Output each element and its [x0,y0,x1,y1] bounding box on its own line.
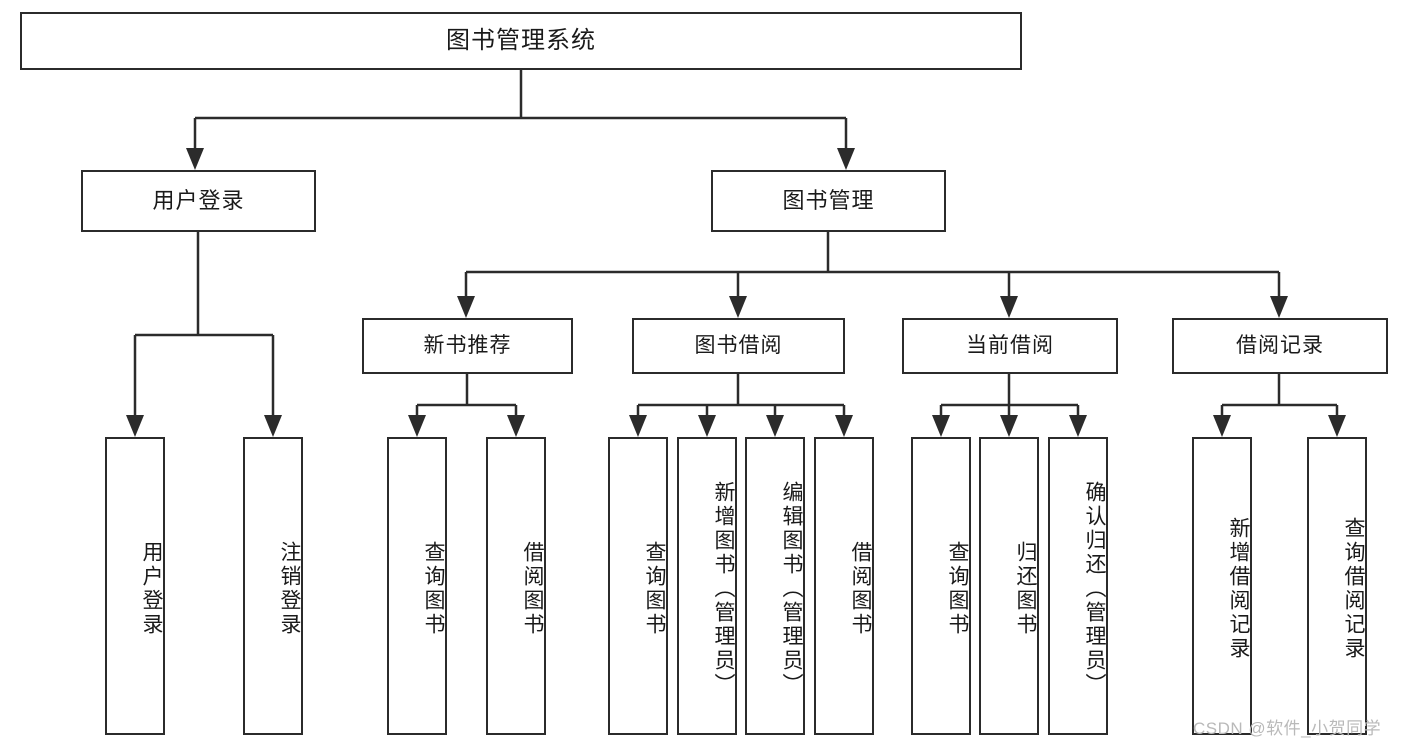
node-leaf-logout[interactable]: 注销登录 [243,437,303,735]
node-label: 查询图书 [422,541,445,637]
node-leaf-query-book-recommendation[interactable]: 查询图书 [387,437,447,735]
node-label: 查询借阅记录 [1342,517,1365,661]
node-leaf-borrow-book-recommendation[interactable]: 借阅图书 [486,437,546,735]
node-label: 注销登录 [278,541,301,637]
node-leaf-query-borrow-record[interactable]: 查询借阅记录 [1307,437,1367,735]
node-label: 查询图书 [946,541,969,637]
node-label: 编辑图书（管理员） [780,481,803,697]
node-label: 图书管理 [782,188,875,214]
node-label: 借阅图书 [521,541,544,637]
node-book-borrowing[interactable]: 图书借阅 [632,318,845,374]
node-label: 图书管理系统 [446,26,596,54]
node-leaf-return-book[interactable]: 归还图书 [979,437,1039,735]
node-borrowing-records[interactable]: 借阅记录 [1172,318,1388,374]
node-label: 确认归还（管理员） [1083,481,1106,697]
node-leaf-borrow-book[interactable]: 借阅图书 [814,437,874,735]
node-current-borrowing[interactable]: 当前借阅 [902,318,1118,374]
node-book-management[interactable]: 图书管理 [711,170,946,232]
node-leaf-edit-book-admin[interactable]: 编辑图书（管理员） [745,437,805,735]
node-label: 借阅图书 [849,541,872,637]
node-leaf-query-book-current[interactable]: 查询图书 [911,437,971,735]
node-leaf-add-borrow-record[interactable]: 新增借阅记录 [1192,437,1252,735]
node-label: 归还图书 [1014,541,1037,637]
node-label: 用户登录 [140,541,163,637]
node-label: 当前借阅 [966,333,1054,357]
node-leaf-confirm-return-admin[interactable]: 确认归还（管理员） [1048,437,1108,735]
node-label: 用户登录 [152,188,245,214]
node-label: 查询图书 [643,541,666,637]
node-user-login[interactable]: 用户登录 [81,170,316,232]
node-root-book-management-system[interactable]: 图书管理系统 [20,12,1022,70]
node-leaf-user-login[interactable]: 用户登录 [105,437,165,735]
node-label: 图书借阅 [694,333,783,357]
node-new-book-recommendation[interactable]: 新书推荐 [362,318,573,374]
node-leaf-query-book-borrowing[interactable]: 查询图书 [608,437,668,735]
node-label: 新书推荐 [423,333,512,357]
node-leaf-add-book-admin[interactable]: 新增图书（管理员） [677,437,737,735]
node-label: 新增借阅记录 [1227,517,1250,661]
node-label: 借阅记录 [1236,333,1324,357]
csdn-watermark: CSDN @软件_小贺同学 [1193,719,1382,738]
node-label: 新增图书（管理员） [712,481,735,697]
